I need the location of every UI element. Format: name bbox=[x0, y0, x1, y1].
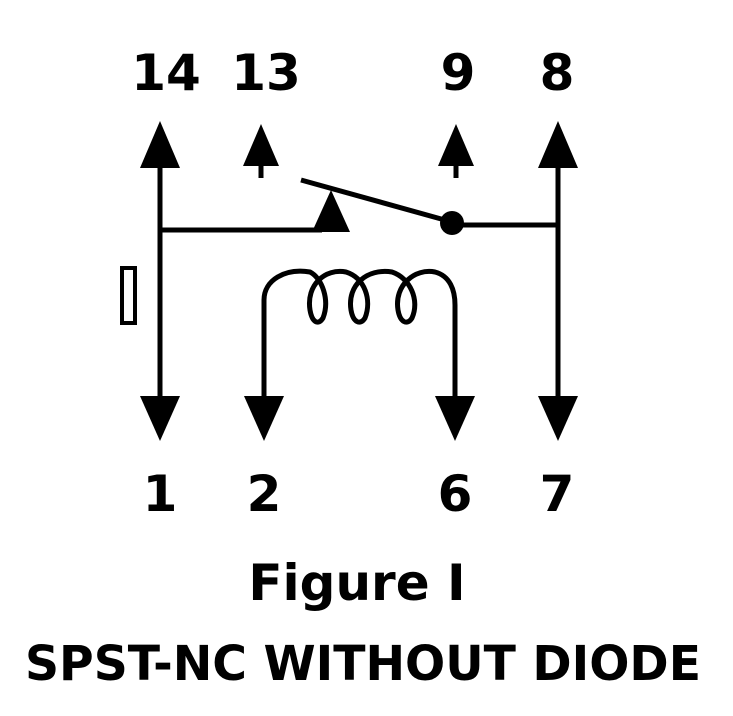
figure-subtitle: SPST-NC WITHOUT DIODE bbox=[25, 636, 701, 692]
pin-label-1: 1 bbox=[143, 465, 178, 523]
pin-label-14: 14 bbox=[131, 44, 201, 102]
pin-label-9: 9 bbox=[441, 44, 476, 102]
switch-arm bbox=[300, 177, 453, 225]
pin-label-13: 13 bbox=[231, 44, 301, 102]
nc-contact-triangle bbox=[312, 190, 350, 232]
relay-coil bbox=[261, 268, 458, 402]
pin-8-arrow-up bbox=[538, 121, 578, 168]
pin-label-2: 2 bbox=[247, 465, 282, 523]
pin-14-arrow-up bbox=[140, 121, 180, 168]
pin-1-arrow-down bbox=[140, 396, 180, 441]
polarity-marker bbox=[120, 266, 137, 325]
pin-7-arrow-down bbox=[538, 396, 578, 441]
pin-label-7: 7 bbox=[540, 465, 575, 523]
pin-2-arrow-down bbox=[244, 396, 284, 441]
figure-title: Figure I bbox=[248, 554, 465, 612]
pin-label-6: 6 bbox=[438, 465, 473, 523]
pin-label-8: 8 bbox=[540, 44, 575, 102]
pin-9-arrow-up bbox=[438, 124, 474, 166]
pin-6-arrow-down bbox=[435, 396, 475, 441]
pin-13-arrow-up bbox=[243, 124, 279, 166]
